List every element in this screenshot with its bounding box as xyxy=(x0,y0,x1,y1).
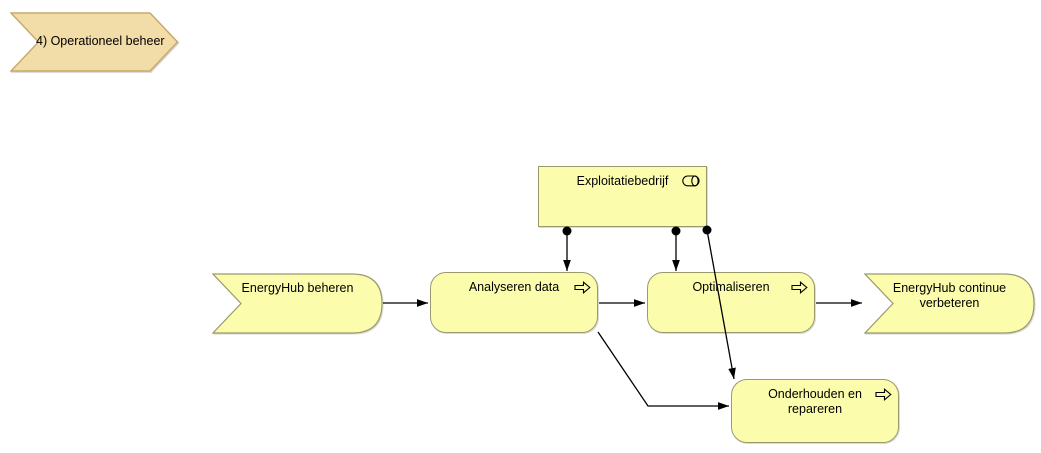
node-energyhub-beheren[interactable]: EnergyHub beheren xyxy=(212,273,383,334)
node-onderhouden-en-repareren[interactable]: Onderhouden en repareren xyxy=(731,379,899,443)
node-optimaliseren[interactable]: Optimaliseren xyxy=(647,272,815,333)
process-arrow-icon xyxy=(875,388,892,401)
node-label: Onderhouden en repareren xyxy=(768,387,862,416)
chevron-shape xyxy=(10,12,179,72)
diagram-title-chevron[interactable]: 4) Operationeel beheer xyxy=(10,12,179,72)
connection-trigger-analyserendata-onderhouden[interactable] xyxy=(597,331,729,410)
business-role-icon xyxy=(682,175,700,187)
node-label: EnergyHub continue verbeteren xyxy=(892,281,1007,310)
connection-assignment-exploitatiebedrijf-analyserendata[interactable] xyxy=(562,226,572,272)
process-arrow-icon xyxy=(574,281,591,294)
node-label: Optimaliseren xyxy=(692,280,770,294)
node-analyseren-data[interactable]: Analyseren data xyxy=(430,272,598,333)
diagram-title-label: 4) Operationeel beheer xyxy=(36,34,165,48)
node-label: EnergyHub beheren xyxy=(241,281,354,295)
process-arrow-icon xyxy=(791,281,808,294)
node-energyhub-continue-verbeteren[interactable]: EnergyHub continue verbeteren xyxy=(864,273,1035,334)
node-label: Analyseren data xyxy=(468,280,560,294)
event-shape xyxy=(212,273,383,334)
node-label: Exploitatiebedrijf xyxy=(576,174,669,188)
event-shape xyxy=(864,273,1035,334)
node-exploitatiebedrijf[interactable]: Exploitatiebedrijf xyxy=(538,166,707,227)
connection-assignment-exploitatiebedrijf-optimaliseren[interactable] xyxy=(671,226,681,272)
